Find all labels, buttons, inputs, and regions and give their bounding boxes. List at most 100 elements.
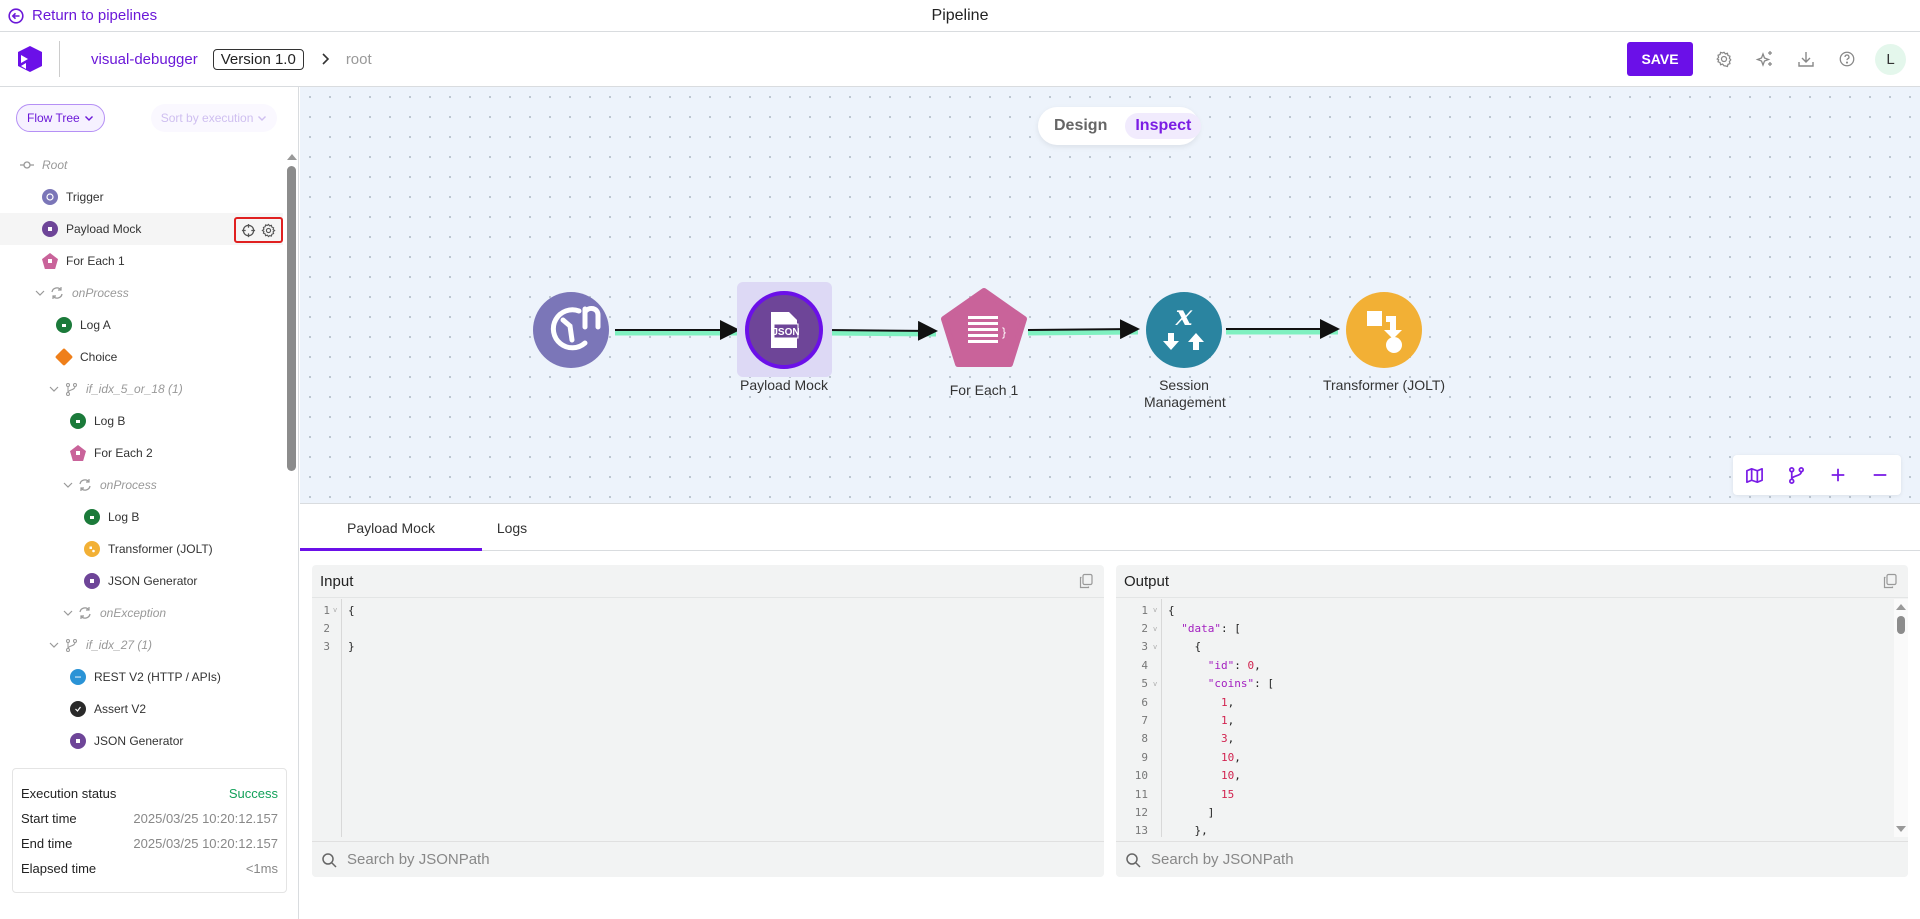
version-badge[interactable]: Version 1.0 [212, 48, 304, 70]
exec-start-value: 2025/03/25 10:20:12.157 [133, 811, 278, 826]
edge-session-transformer [1226, 319, 1340, 339]
gear-icon[interactable] [1714, 49, 1734, 69]
tree-scrollbar[interactable] [285, 149, 297, 749]
chevron-down-icon[interactable] [62, 607, 74, 619]
tree-group[interactable]: if_idx_27 (1) [0, 629, 283, 661]
tree-item[interactable]: Log B [0, 501, 283, 533]
copy-icon[interactable] [1078, 573, 1094, 589]
scroll-up-arrow[interactable] [287, 154, 297, 160]
tree-item[interactable]: Log A [0, 309, 283, 341]
sort-select-label: Sort by execution [160, 111, 254, 125]
tree-item[interactable]: JSON Generator [0, 565, 283, 597]
scroll-thumb[interactable] [287, 166, 296, 471]
node-label-session-management: Session Management [1114, 377, 1254, 411]
code-line: 6 1, [1116, 693, 1908, 711]
tree-group[interactable]: if_idx_5_or_18 (1) [0, 373, 283, 405]
chevron-down-icon[interactable] [62, 479, 74, 491]
input-jsonpath-field[interactable] [347, 851, 947, 868]
fold-chevron-icon[interactable]: v [1153, 642, 1158, 651]
app-logo-icon [18, 46, 42, 72]
back-arrow-circle-icon [8, 7, 24, 24]
tree-item[interactable]: Log B [0, 405, 283, 437]
tree-item[interactable]: JSON Generator [0, 725, 283, 749]
sort-select[interactable]: Sort by execution [150, 104, 278, 132]
tree-item[interactable]: Choice [0, 341, 283, 373]
output-jsonpath-field[interactable] [1151, 851, 1751, 868]
tree-group[interactable]: onProcess [0, 277, 283, 309]
line-number: 1 [1141, 603, 1148, 617]
tree-item-label: Assert V2 [94, 702, 147, 716]
chevron-down-icon[interactable] [48, 383, 60, 395]
locate-icon[interactable] [241, 223, 256, 238]
chevron-down-icon[interactable] [34, 287, 46, 299]
tree-item[interactable]: Trigger [0, 181, 283, 213]
tree-item[interactable]: Transformer (JOLT) [0, 533, 283, 565]
tab-logs[interactable]: Logs [496, 519, 528, 536]
tree-item-label: JSON Generator [108, 574, 198, 588]
svg-text:JSON: JSON [772, 327, 799, 338]
header-actions: SAVE L [1627, 42, 1906, 76]
chevron-down-icon [84, 116, 93, 121]
node-transformer-jolt[interactable] [1346, 292, 1422, 368]
tree-item[interactable]: Assert V2 [0, 693, 283, 725]
zoom-out-icon[interactable] [1870, 465, 1890, 485]
view-select[interactable]: Flow Tree [16, 104, 105, 132]
fold-chevron-icon[interactable]: v [333, 606, 338, 615]
copy-icon[interactable] [1882, 573, 1898, 589]
code-text: ] [1168, 805, 1215, 819]
node-payload-mock[interactable]: JSON [737, 282, 832, 377]
gear-icon[interactable] [261, 223, 276, 238]
zoom-in-icon[interactable] [1828, 465, 1848, 485]
tree-group[interactable]: onProcess [0, 469, 283, 501]
top-bar: Return to pipelines Pipeline [0, 0, 1920, 32]
fold-chevron-icon[interactable]: v [1153, 679, 1158, 688]
output-scrollbar[interactable] [1894, 599, 1908, 837]
node-trigger[interactable] [533, 292, 609, 368]
ai-sparkle-icon[interactable] [1755, 49, 1775, 69]
line-number: 5 [1141, 677, 1148, 691]
line-number: 8 [1141, 732, 1148, 746]
fold-chevron-icon[interactable]: v [1153, 624, 1158, 633]
help-icon[interactable] [1837, 49, 1857, 69]
edge-trigger-payload [615, 320, 740, 340]
sidebar-controls: Flow Tree Sort by execution [0, 87, 298, 149]
inspect-mode-button[interactable]: Inspect [1125, 113, 1202, 139]
exec-start-label: Start time [21, 811, 77, 826]
tree-item[interactable]: Payload Mock [0, 213, 283, 245]
download-icon[interactable] [1796, 49, 1816, 69]
chevron-down-icon[interactable] [48, 639, 60, 651]
design-mode-button[interactable]: Design [1054, 117, 1108, 134]
code-line: 4 "id": 0, [1116, 656, 1908, 674]
scroll-down-arrow[interactable] [1896, 826, 1906, 832]
return-to-pipelines-link[interactable]: Return to pipelines [8, 7, 157, 24]
line-number: 2 [323, 622, 330, 636]
node-session-management[interactable]: x [1146, 292, 1222, 368]
fold-chevron-icon[interactable]: v [1153, 606, 1158, 615]
tree-item[interactable]: For Each 1 [0, 245, 283, 277]
json-icon [84, 573, 100, 589]
node-label-payload-mock: Payload Mock [740, 377, 828, 393]
tab-payload-mock[interactable]: Payload Mock [300, 505, 482, 551]
node-for-each-1[interactable]: } [941, 288, 1027, 367]
tree-item[interactable]: For Each 2 [0, 437, 283, 469]
branch-icon[interactable] [1786, 465, 1806, 485]
node-label-for-each-1: For Each 1 [949, 382, 1019, 398]
code-line: 7 1, [1116, 711, 1908, 729]
map-icon[interactable] [1744, 465, 1764, 485]
tree-item[interactable]: REST V2 (HTTP / APIs) [0, 661, 283, 693]
scroll-up-arrow[interactable] [1896, 604, 1906, 610]
scroll-thumb[interactable] [1897, 616, 1905, 634]
project-name-link[interactable]: visual-debugger [91, 50, 198, 68]
tree-group[interactable]: onException [0, 597, 283, 629]
breadcrumb-root[interactable]: root [345, 50, 372, 68]
user-avatar[interactable]: L [1875, 43, 1906, 75]
save-button[interactable]: SAVE [1627, 42, 1693, 76]
pipeline-canvas[interactable]: Design Inspect [300, 87, 1920, 504]
inspect-tabs: Payload Mock Logs [300, 505, 1920, 551]
edge-payload-foreach [825, 320, 938, 341]
exec-end-value: 2025/03/25 10:20:12.157 [133, 836, 278, 851]
tree-group[interactable]: Root [0, 149, 283, 181]
